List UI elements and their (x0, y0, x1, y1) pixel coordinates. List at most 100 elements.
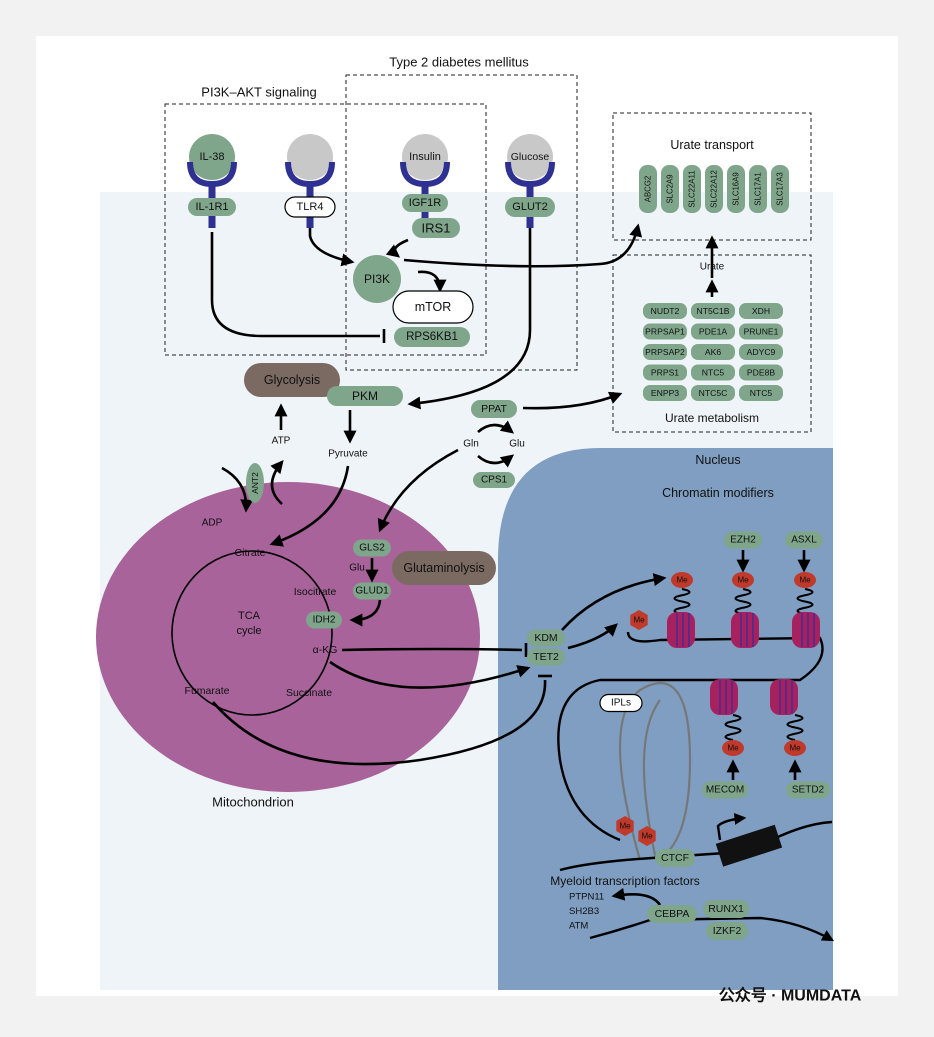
node-label: IGF1R (409, 197, 441, 209)
node-shape (327, 386, 403, 406)
node-label: AK6 (705, 347, 721, 357)
node-label: SLC17A3 (776, 172, 785, 205)
methyl-shape (630, 610, 648, 630)
node-label: NTC5 (702, 368, 725, 378)
node-shape (599, 693, 643, 713)
node-label: PRPS1 (651, 368, 679, 378)
enzyme-node: AK6 (691, 344, 735, 360)
methyl-label: Me (641, 832, 653, 841)
enzyme-node: PDE1A (691, 323, 735, 340)
tca-label: cycle (236, 625, 261, 637)
enzyme-node: PRPS1 (643, 364, 687, 381)
gln-glu-top (477, 420, 515, 434)
label: ATP (272, 436, 291, 447)
pyruvate-to-citrate (269, 465, 350, 547)
node-label: IDH2 (313, 615, 336, 626)
node-label: TLR4 (297, 201, 324, 213)
node-label: NTC5 (750, 388, 773, 398)
section-title: Mitochondrion (212, 795, 294, 810)
enzyme-node: ADYC9 (739, 344, 783, 360)
nucleosome-body (667, 612, 695, 648)
mtor-node: mTOR (392, 290, 474, 324)
label: Fumarate (185, 685, 230, 697)
label: Citrate (235, 547, 266, 559)
histone-tail (734, 588, 752, 615)
node-label: CPS1 (481, 475, 508, 486)
cebpa-node: CEBPA (647, 905, 697, 923)
node-label: ASXL (791, 535, 817, 546)
node-shape (471, 400, 517, 418)
node-label: ANT2 (250, 472, 260, 494)
ligand (402, 134, 448, 180)
node-label: GLS2 (359, 543, 385, 554)
ezh2-node: EZH2 (724, 531, 762, 549)
gene-block (715, 824, 783, 867)
cps1-node: CPS1 (473, 472, 515, 488)
nucleosome-body (792, 612, 820, 648)
node-label: ADYC9 (747, 347, 776, 357)
watermark: 公众号 · MUMDATA (719, 986, 862, 1005)
node-label: XDH (752, 306, 770, 316)
node-shape (527, 629, 565, 647)
enzyme-node: NUDT2 (643, 303, 687, 319)
irs1-to-pi3k (385, 238, 409, 258)
methyl-mark: Me (616, 816, 634, 836)
node-shape (786, 781, 830, 799)
gls2-node: GLS2 (353, 539, 391, 557)
transporter-node: SLC22A12 (705, 165, 723, 213)
node-label: RPS6KB1 (406, 331, 458, 343)
node-shape (691, 323, 735, 340)
node-label: TET2 (533, 651, 559, 663)
node-shape (402, 194, 448, 212)
methyl-mark: Me (794, 572, 816, 588)
node-shape (739, 303, 783, 319)
protein-node: TLR4 (284, 196, 336, 218)
pkm-node: PKM (327, 386, 403, 406)
gln-glu-bottom (477, 454, 515, 468)
methyl-mark: Me (784, 740, 806, 756)
gene-name: ATM (569, 921, 588, 932)
gene-name: PTPN11 (569, 892, 604, 903)
node-shape (353, 582, 391, 600)
node-label: EZH2 (730, 535, 756, 546)
ligand (507, 134, 553, 180)
nucleosome (792, 612, 820, 648)
node-shape (473, 472, 515, 488)
protein-node: IRS1 (412, 218, 460, 238)
node-label: PPAT (481, 403, 507, 415)
histone-tail (786, 714, 804, 741)
node-shape (683, 165, 701, 213)
transporter-node: SLC16A9 (727, 165, 745, 213)
dgat2-transcription (716, 812, 747, 841)
node-label: IPLs (611, 698, 631, 709)
node-shape (643, 364, 687, 381)
methyl-mark: Me (630, 610, 648, 630)
pi3k-node (353, 255, 401, 303)
histone-tail (673, 588, 691, 615)
node-shape (394, 327, 470, 347)
setd2-node: SETD2 (786, 781, 830, 799)
label: Gln (463, 439, 479, 450)
ligand-label: Insulin (409, 151, 441, 163)
methyl-shape (784, 740, 806, 756)
nucleosome (667, 612, 695, 648)
mitochondrion-region (96, 482, 480, 792)
glut2-to-pkm (407, 228, 532, 410)
glutaminolysis-node: Glutaminolysis (392, 551, 496, 585)
atp-out (270, 460, 284, 505)
izkf2-node: IZKF2 (706, 922, 748, 940)
node-shape (691, 303, 735, 319)
node-label: SLC17A1 (754, 172, 763, 205)
section-title: Type 2 diabetes mellitus (389, 55, 529, 70)
node-label: SLC22A11 (688, 170, 697, 207)
pi3k-to-mtor (417, 270, 447, 293)
section-title: PI3K–AKT signaling (201, 85, 316, 100)
methyl-shape (616, 816, 634, 836)
node-label: ENPP3 (651, 388, 679, 398)
nucleosome-body (710, 679, 738, 715)
protein-node: GLUT2 (505, 197, 555, 217)
node-shape (244, 363, 340, 397)
node-label: CTCF (661, 852, 689, 864)
node-shape (643, 344, 687, 360)
node-shape (691, 344, 735, 360)
